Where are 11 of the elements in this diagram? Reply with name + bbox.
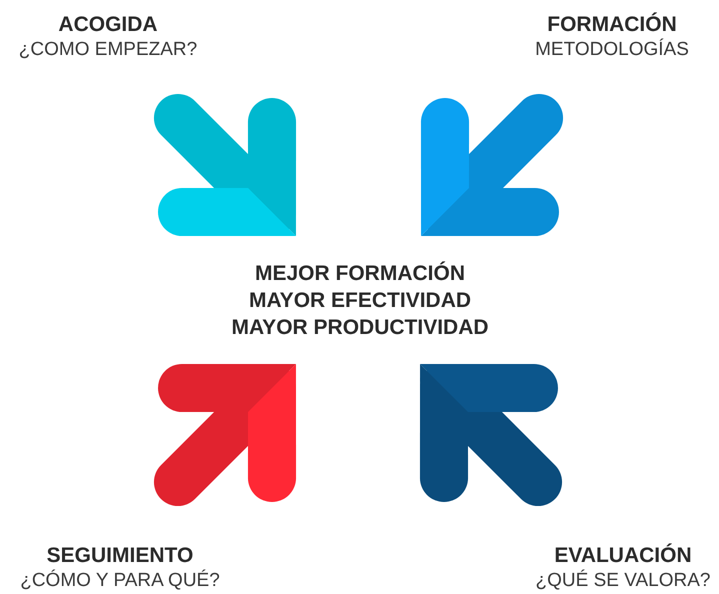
subtitle: METODOLOGÍAS (534, 38, 690, 62)
heading: SEGUIMIENTO (46, 543, 194, 568)
heading: ACOGIDA (57, 12, 159, 37)
heading: EVALUACIÓN (553, 543, 693, 568)
subtitle: ¿QUÉ SE VALORA? (534, 568, 712, 593)
subtitle: ¿CÓMO Y PARA QUÉ? (20, 568, 220, 593)
center-text: MAYOR PRODUCTIVIDAD (230, 314, 490, 340)
subtitle: ¿COMO EMPEZAR? (18, 38, 198, 62)
center-text: MEJOR FORMACIÓN (254, 260, 466, 286)
center-text: MAYOR EFECTIVIDAD (248, 288, 472, 314)
heading: FORMACIÓN (546, 12, 678, 37)
